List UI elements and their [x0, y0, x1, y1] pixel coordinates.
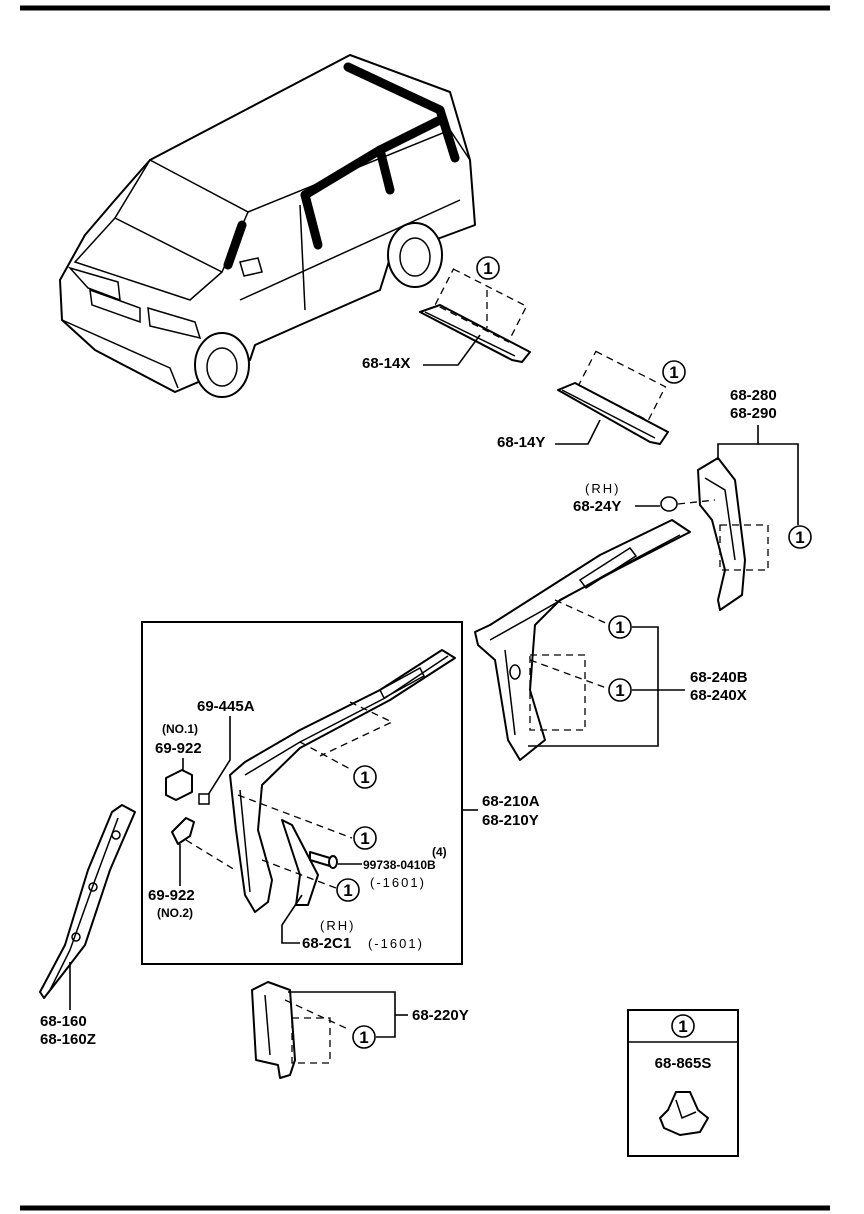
svg-text:1: 1 [615, 618, 624, 637]
part-label-69-922-no1: 69-922 [155, 740, 202, 757]
part-69-445a-clip [198, 793, 210, 805]
callout-1-d: 1 [608, 615, 632, 639]
leader-68-14y [555, 419, 601, 445]
svg-text:1: 1 [669, 363, 678, 382]
legend-callout-number: 1 [678, 1017, 687, 1036]
leader-68-280-a [717, 425, 759, 460]
part-label-68-160z: 68-160Z [40, 1031, 96, 1048]
rh-note-68-2c1: (RH) [320, 918, 355, 933]
svg-text:1: 1 [360, 829, 369, 848]
svg-text:1: 1 [343, 881, 352, 900]
leader-68-280-b [758, 443, 799, 525]
van-illustration [59, 54, 476, 398]
part-68-220y-shape [251, 981, 351, 1079]
part-68-14x-shape [419, 268, 531, 363]
callout-1-f: 1 [353, 765, 377, 789]
legend-clip-shape [659, 1091, 709, 1136]
part-68-210a-shape [229, 649, 456, 913]
part-label-68-220y: 68-220Y [412, 1007, 469, 1024]
leader-68-240b-bracket [528, 626, 659, 747]
part-2c1-range: (-1601) [368, 936, 424, 951]
note-no1: (NO.1) [162, 722, 198, 736]
part-69-922-no1-clip [165, 769, 193, 801]
part-label-68-160: 68-160 [40, 1013, 87, 1030]
leader-68-2c1 [281, 894, 303, 944]
part-label-68-14x: 68-14X [362, 355, 410, 372]
svg-text:1: 1 [359, 1028, 368, 1047]
part-label-69-922-no2: 69-922 [148, 887, 195, 904]
svg-text:1: 1 [795, 528, 804, 547]
svg-text:1: 1 [615, 681, 624, 700]
bolt-range: (-1601) [370, 875, 426, 890]
part-label-68-210a: 68-210A [482, 793, 540, 810]
callout-1-h: 1 [336, 878, 360, 902]
svg-text:1: 1 [360, 768, 369, 787]
leader-69-445a [207, 716, 231, 796]
part-label-68-280: 68-280 [730, 387, 777, 404]
part-69-922-no2-clip [171, 817, 195, 845]
part-label-68-14y: 68-14Y [497, 434, 545, 451]
part-label-68-290: 68-290 [730, 405, 777, 422]
part-label-68-24y: 68-24Y [573, 498, 621, 515]
bolt-qty: (4) [432, 845, 447, 859]
callout-1-a: 1 [476, 256, 500, 280]
part-label-99738-0410b: 99738-0410B [363, 858, 436, 872]
part-label-68-210y: 68-210Y [482, 812, 539, 829]
part-label-68-240b: 68-240B [690, 669, 748, 686]
part-68-14y-shape [557, 350, 669, 445]
bolt-99738-0410b [309, 851, 338, 869]
legend-part-label: 68-865S [655, 1055, 712, 1072]
callout-1-e: 1 [608, 678, 632, 702]
part-label-69-445a: 69-445A [197, 698, 255, 715]
svg-text:1: 1 [483, 259, 492, 278]
part-68-24y-clip [660, 496, 678, 512]
callout-1-g: 1 [353, 826, 377, 850]
subassembly-frame [141, 621, 463, 965]
dash-69-922-no2 [185, 839, 236, 871]
dash-68-24y [677, 499, 716, 505]
callout-1-c: 1 [788, 525, 812, 549]
leader-68-14x [423, 334, 481, 366]
legend-box: 1 68-865S [627, 1009, 739, 1157]
rh-note-68-24y: (RH) [585, 481, 620, 496]
part-label-68-240x: 68-240X [690, 687, 747, 704]
note-no2: (NO.2) [157, 906, 193, 920]
callout-1-b: 1 [662, 360, 686, 384]
part-68-160-shape [39, 804, 136, 999]
part-68-280-shape [697, 457, 769, 611]
leader-68-220y-bracket [288, 991, 396, 1038]
part-68-240b-shape [474, 519, 691, 761]
part-label-68-2c1: 68-2C1 [302, 935, 351, 952]
callout-1-i: 1 [352, 1025, 376, 1049]
